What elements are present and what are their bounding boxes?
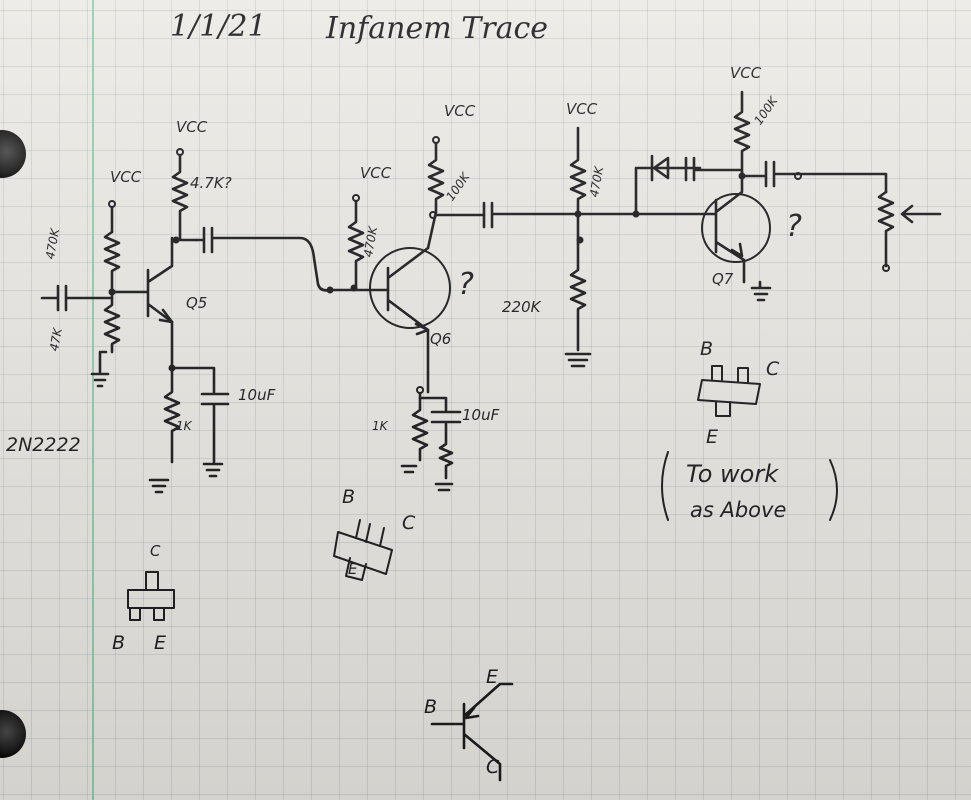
coupling-capacitor-2 bbox=[482, 201, 638, 229]
vcc-label: VCC bbox=[176, 118, 208, 136]
pin-label-c: C bbox=[150, 542, 161, 560]
output-potentiometer bbox=[877, 190, 942, 272]
transistor-q5 bbox=[110, 236, 174, 324]
pin-label-b: B bbox=[700, 338, 714, 360]
vcc-label: VCC bbox=[110, 168, 142, 186]
vcc-terminal bbox=[108, 200, 116, 234]
page-date: 1/1/21 bbox=[170, 9, 267, 44]
output-capacitor bbox=[740, 160, 888, 194]
note-bracket bbox=[661, 451, 838, 521]
resistor-4-7k bbox=[171, 148, 198, 244]
emitter-network-q6 bbox=[400, 386, 462, 492]
page-title: Infanem Trace bbox=[326, 11, 549, 46]
capacitor-label: 10uF bbox=[462, 406, 500, 424]
coupling-capacitor-1 bbox=[194, 226, 332, 292]
margin-line bbox=[92, 0, 94, 800]
emitter-network-q5 bbox=[148, 320, 230, 494]
resistor-label: 4.7K? bbox=[190, 174, 232, 192]
resistor-label: 220K bbox=[502, 298, 541, 316]
vcc-label: VCC bbox=[444, 102, 476, 120]
note-line-1: To work bbox=[686, 460, 779, 488]
transistor-label: Q6 bbox=[430, 330, 452, 348]
resistor-100k-q7 bbox=[733, 90, 751, 180]
pnp-symbol bbox=[430, 682, 514, 782]
pinout-sketch-a bbox=[127, 571, 175, 621]
resistor-470k-base bbox=[328, 194, 390, 292]
pin-label-e: E bbox=[348, 560, 358, 578]
transistor-q6 bbox=[369, 246, 451, 394]
vcc-label: VCC bbox=[360, 164, 392, 182]
resistor-label: 47K bbox=[47, 327, 65, 353]
resistor-470k bbox=[103, 230, 121, 292]
resistor-47k bbox=[90, 290, 121, 388]
symbol-label-e: E bbox=[486, 666, 499, 688]
diode bbox=[632, 154, 742, 218]
question-mark: ? bbox=[458, 267, 474, 302]
resistor-470k-divider bbox=[569, 126, 587, 246]
pin-label-c: C bbox=[402, 512, 416, 534]
note-line-2: as Above bbox=[690, 498, 787, 522]
pin-label-b: B bbox=[112, 632, 126, 654]
pinout-sketch-b bbox=[333, 519, 393, 581]
pin-label-c: C bbox=[766, 358, 780, 380]
vcc-label: VCC bbox=[730, 64, 762, 82]
transistor-label: Q7 bbox=[712, 270, 734, 288]
input-capacitor bbox=[40, 284, 114, 312]
symbol-label-b: B bbox=[424, 696, 438, 718]
pin-label-e: E bbox=[706, 426, 719, 448]
pin-label-b: B bbox=[342, 486, 356, 508]
resistor-label: 1K bbox=[372, 419, 388, 433]
pin-label-e: E bbox=[154, 632, 167, 654]
symbol-label-c: C bbox=[486, 756, 500, 778]
resistor-220k bbox=[564, 242, 592, 368]
capacitor-label: 10uF bbox=[238, 386, 276, 404]
vcc-label: VCC bbox=[566, 100, 598, 118]
pinout-sketch-c bbox=[697, 365, 761, 417]
resistor-100k-collector bbox=[426, 136, 486, 250]
transistor-q7 bbox=[634, 170, 772, 302]
transistor-label: Q5 bbox=[186, 294, 208, 312]
question-mark: ? bbox=[786, 209, 802, 244]
resistor-label: 1K bbox=[176, 419, 192, 433]
part-number: 2N2222 bbox=[6, 434, 81, 456]
